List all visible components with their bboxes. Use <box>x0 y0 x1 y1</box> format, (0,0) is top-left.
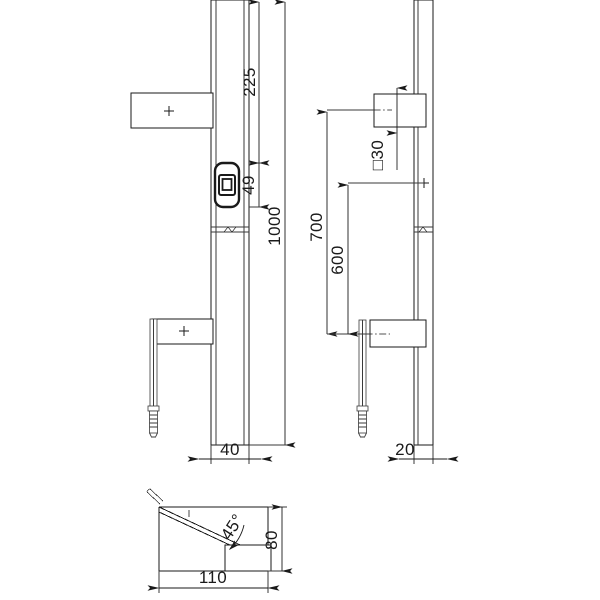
side-fixing-rod <box>356 319 369 438</box>
dim-700-label: 700 <box>307 212 326 242</box>
break-zigzag <box>223 226 237 233</box>
main-profile-bar <box>210 0 250 446</box>
dim-700: 700 <box>307 109 374 337</box>
dim-110: 110 <box>147 568 280 593</box>
dim-sq30: □30 <box>368 85 408 170</box>
detail-arm-edge-1 <box>146 491 161 505</box>
side-rod-collar <box>356 405 369 412</box>
dim-45deg-label: 45° <box>217 511 248 544</box>
lock-cylinder-keyway <box>221 178 233 191</box>
side-rod-thread-body <box>358 410 367 434</box>
upper-handle-arm <box>130 92 214 129</box>
detail-arm-cap <box>146 488 151 493</box>
profile-outline <box>210 0 250 446</box>
dim-49-label: 49 <box>239 175 258 195</box>
detail-arm-edge-2 <box>149 488 164 502</box>
side-upper-bracket <box>360 93 427 128</box>
dim-45deg-arc <box>228 524 245 551</box>
dim-sq30-label: □30 <box>368 140 387 170</box>
side-lower-bracket-body <box>369 319 427 348</box>
dim-1000: 1000 <box>249 0 296 448</box>
break-line <box>211 226 249 233</box>
dim-600-label: 600 <box>328 245 347 275</box>
side-profile-outline <box>413 0 434 446</box>
lock-cylinder <box>213 161 241 209</box>
side-profile-bar <box>413 0 434 446</box>
dim-20-label: 20 <box>395 440 415 459</box>
fixing-rod <box>147 318 160 438</box>
lower-handle-arm <box>147 318 214 438</box>
side-lower-bracket <box>352 319 427 348</box>
dim-80: 80 <box>262 504 293 574</box>
detail-view: 45° 80 110 <box>146 488 293 593</box>
rod-tip <box>149 432 158 438</box>
dim-80-label: 80 <box>262 530 281 550</box>
side-upper-bracket-body <box>373 93 427 128</box>
side-view: □30 <box>307 0 459 464</box>
dim-40-label: 40 <box>220 440 240 459</box>
dim-1000-label: 1000 <box>265 206 284 245</box>
dim-45deg: 45° <box>217 511 248 551</box>
side-rod-tip <box>358 432 367 438</box>
front-view: 225 49 1000 40 <box>130 0 296 464</box>
detail-angled-arm <box>146 488 164 505</box>
dim-49: 49 <box>239 160 270 210</box>
dim-20: 20 <box>387 440 459 464</box>
side-break-line <box>414 226 433 233</box>
dim-600: 600 <box>328 182 424 337</box>
dim-40: 40 <box>187 440 273 464</box>
dim-225-label: 225 <box>240 67 259 97</box>
dim-110-label: 110 <box>199 568 227 587</box>
side-break-zigzag <box>418 226 428 233</box>
rod-collar <box>147 405 160 412</box>
rod-thread-body <box>149 410 158 434</box>
